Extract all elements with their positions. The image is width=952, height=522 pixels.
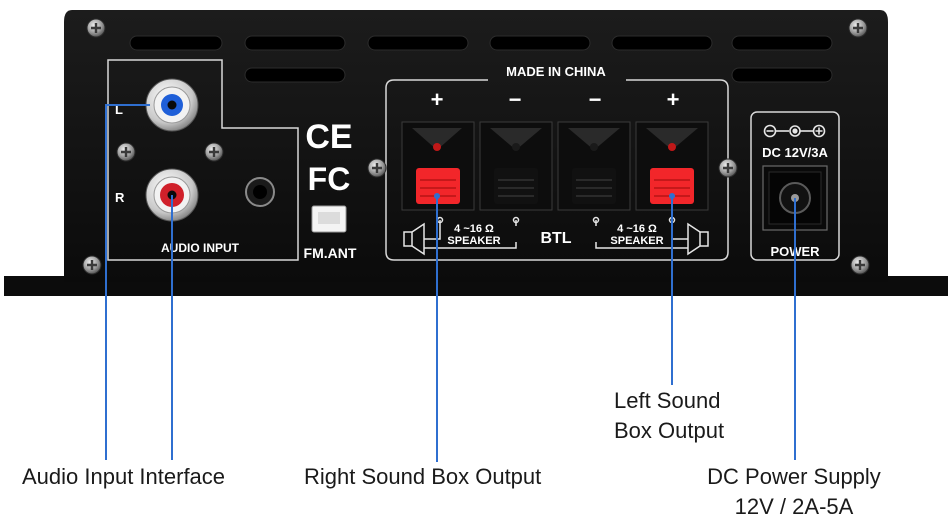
audio-input-box — [107, 59, 299, 261]
speaker-panel-border — [385, 79, 729, 261]
left-output-callout: Left Sound Box Output — [614, 386, 724, 446]
left-speaker-label: SPEAKER — [610, 235, 663, 247]
screw — [849, 254, 871, 276]
speaker-terminal-right-negative[interactable] — [479, 121, 553, 211]
polarity-minus: − — [509, 87, 522, 112]
right-output-text: Right Sound Box Output — [304, 464, 542, 489]
audio-input-label: AUDIO INPUT — [161, 241, 240, 255]
screw — [115, 141, 137, 163]
screw — [85, 17, 107, 39]
channel-l-label: L — [115, 102, 123, 117]
dc-supply-text-line2: 12V / 2A-5A — [734, 494, 854, 519]
dc-supply-text-line1: DC Power Supply — [707, 464, 881, 489]
screw — [203, 141, 225, 163]
left-output-text-line2: Box Output — [614, 418, 725, 443]
vent-slots — [129, 35, 833, 83]
btl-label: BTL — [540, 230, 571, 247]
callout-line-audio-l — [105, 104, 150, 460]
right-speaker-label: SPEAKER — [447, 235, 500, 247]
speaker-symbol-icon — [403, 216, 520, 256]
polarity-plus: + — [667, 87, 680, 112]
fm-antenna-connector[interactable] — [311, 205, 347, 233]
callout-dots — [434, 193, 675, 199]
left-output-text-line1: Left Sound — [614, 388, 721, 413]
made-in-label: MADE IN CHINA — [506, 64, 606, 79]
fc-mark: FC — [308, 161, 351, 197]
screw — [847, 17, 869, 39]
screw — [366, 157, 388, 179]
audio-input-interface-text: Audio Input Interface — [22, 464, 226, 489]
audio-input-interface-callout: Audio Input Interface — [22, 462, 225, 492]
screw — [81, 254, 103, 276]
polarity-plus: + — [431, 87, 444, 112]
speaker-terminal-left-negative[interactable] — [557, 121, 631, 211]
right-output-callout: Right Sound Box Output — [304, 462, 541, 492]
screw — [717, 157, 739, 179]
ce-mark: CE — [305, 118, 352, 156]
dc-polarity-icon — [763, 124, 826, 138]
dc-supply-callout: DC Power Supply 12V / 2A-5A — [694, 462, 894, 522]
polarity-minus: − — [589, 87, 602, 112]
right-impedance-label: 4 ~16 Ω — [454, 223, 494, 235]
channel-r-label: R — [115, 190, 125, 205]
left-impedance-label: 4 ~16 Ω — [617, 223, 657, 235]
fm-ant-label: FM.ANT — [304, 245, 357, 261]
rca-jack-left[interactable] — [145, 78, 199, 132]
callout-lines — [105, 104, 796, 462]
dc-rating-label: DC 12V/3A — [762, 145, 828, 160]
headphone-jack[interactable] — [245, 177, 275, 207]
